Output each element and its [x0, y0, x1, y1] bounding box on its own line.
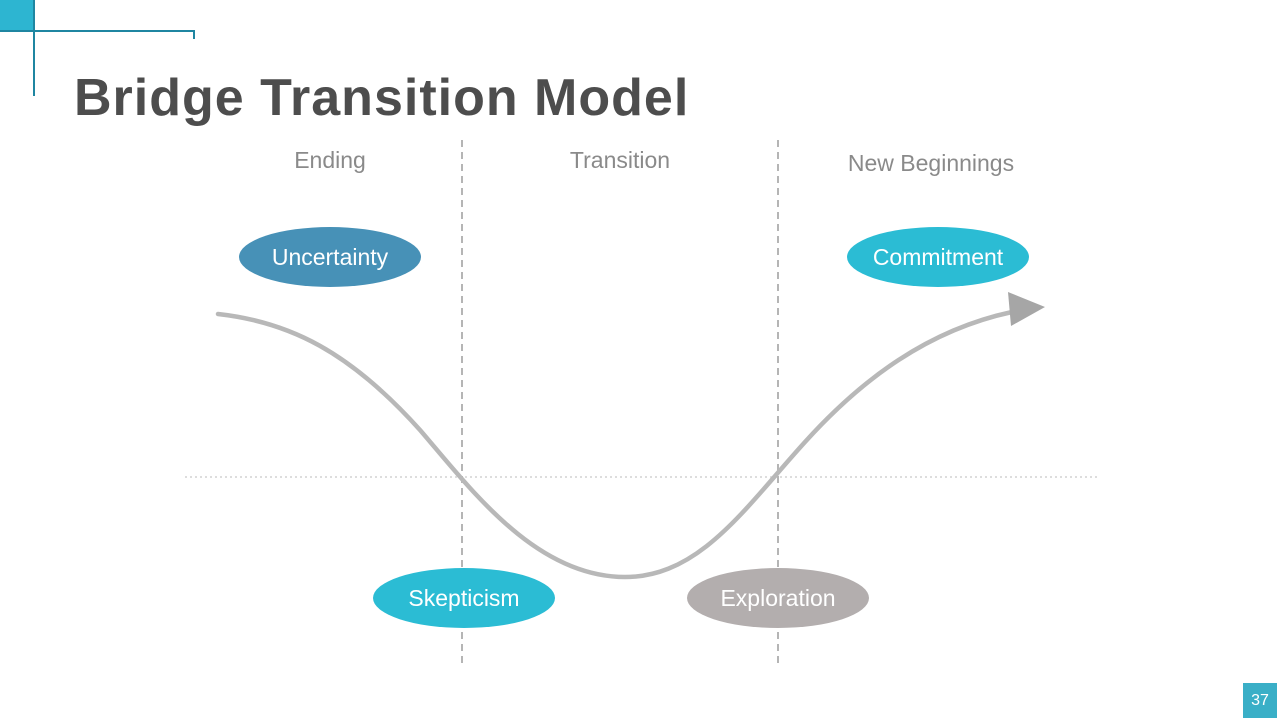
phase-label-ending: Ending [294, 147, 366, 173]
stage-label-commitment: Commitment [872, 243, 1004, 270]
stage-label-uncertainty: Uncertainty [271, 243, 389, 270]
page-title: Bridge Transition Model [74, 68, 690, 127]
corner-accent-square [0, 0, 33, 30]
stage-oval-uncertainty: Uncertainty [239, 227, 421, 287]
page-number-badge: 37 [1243, 683, 1277, 718]
stage-oval-skepticism: Skepticism [373, 568, 555, 628]
curve-arrowhead-icon [1008, 292, 1045, 326]
stage-label-exploration: Exploration [720, 584, 836, 611]
page-number: 37 [1251, 691, 1269, 709]
transition-curve [215, 309, 1015, 580]
stage-label-skepticism: Skepticism [408, 584, 520, 611]
stage-oval-commitment: Commitment [847, 227, 1029, 287]
stage-oval-exploration: Exploration [687, 568, 869, 628]
phase-label-transition: Transition [569, 147, 671, 173]
corner-horizontal-line [0, 30, 195, 32]
corner-line-hook [193, 30, 195, 39]
corner-vertical-line [33, 0, 35, 96]
phase-label-new-beginnings: New Beginnings [847, 150, 1015, 176]
